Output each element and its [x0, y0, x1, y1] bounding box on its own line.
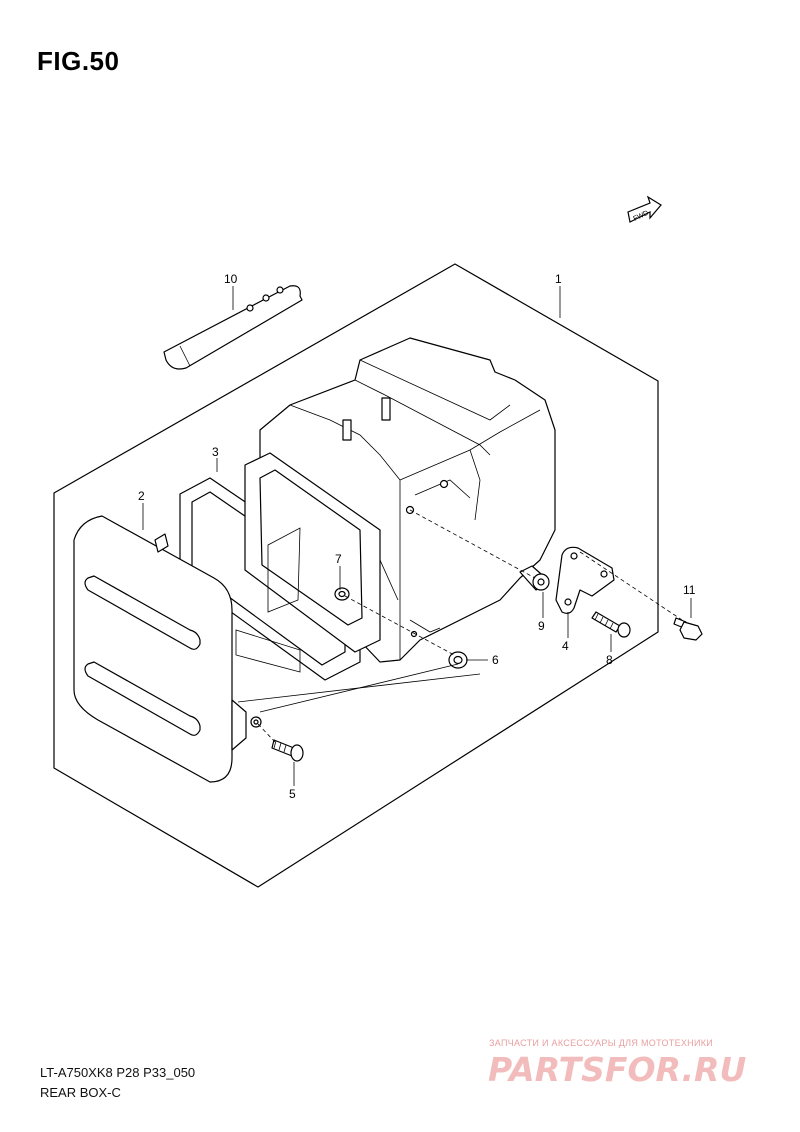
assembly-boundary	[53, 263, 659, 888]
watermark-logo: PARTSFOR.RU	[488, 1050, 747, 1089]
figure-title: FIG.50	[37, 46, 120, 76]
callout-5: 5	[289, 787, 296, 801]
fwd-arrow-icon: FWD	[627, 195, 662, 223]
watermark-tagline: ЗАПЧАСТИ И АКСЕССУАРЫ ДЛЯ МОТОТЕХНИКИ	[489, 1038, 714, 1048]
part-11-bolt	[673, 617, 703, 641]
callout-11: 11	[683, 583, 696, 597]
part-6-grommet	[410, 630, 468, 669]
part-7-grommet	[334, 587, 350, 601]
callout-10: 10	[224, 272, 238, 286]
footer-section-name: REAR BOX-C	[40, 1085, 121, 1100]
part-5-screw	[271, 739, 304, 762]
part-10-strap	[163, 285, 303, 370]
part-4-bracket	[555, 546, 615, 614]
callout-7: 7	[335, 552, 342, 566]
part-3-gasket	[179, 452, 381, 681]
callout-6: 6	[492, 653, 499, 667]
callout-1: 1	[555, 272, 562, 286]
callout-4: 4	[562, 639, 569, 653]
part-9-collar	[519, 565, 550, 591]
callout-3: 3	[212, 445, 219, 459]
part-8-screw	[591, 611, 631, 638]
callout-9: 9	[538, 619, 545, 633]
callout-2: 2	[138, 489, 145, 503]
footer-model-code: LT-A750XK8 P28 P33_050	[40, 1065, 196, 1080]
callout-8: 8	[606, 653, 613, 667]
part-2-lid	[73, 515, 262, 783]
